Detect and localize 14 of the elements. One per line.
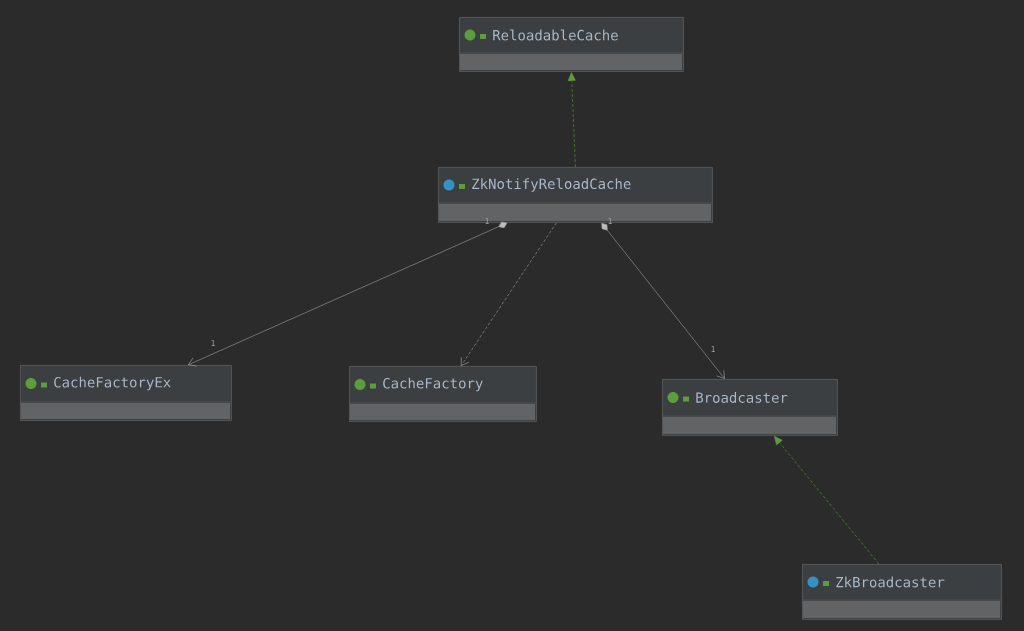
arrow: [188, 221, 508, 367]
multiplicity-label: 1: [711, 346, 715, 352]
class-box: CacheFactoryEx: [19, 365, 232, 421]
arrow: [774, 436, 880, 565]
multiplicity-label: 1: [608, 218, 612, 224]
arrow: [601, 222, 725, 379]
multiplicity-label: 1: [485, 218, 489, 224]
class-box: ZkBroadcaster: [801, 564, 1002, 620]
multiplicity-label: 1: [211, 340, 215, 346]
arrow: [567, 72, 576, 168]
arrow: [460, 222, 557, 366]
class-box: Broadcaster: [661, 379, 838, 436]
class-box: ReloadableCache: [458, 17, 684, 72]
class-box: CacheFactory: [348, 366, 537, 422]
